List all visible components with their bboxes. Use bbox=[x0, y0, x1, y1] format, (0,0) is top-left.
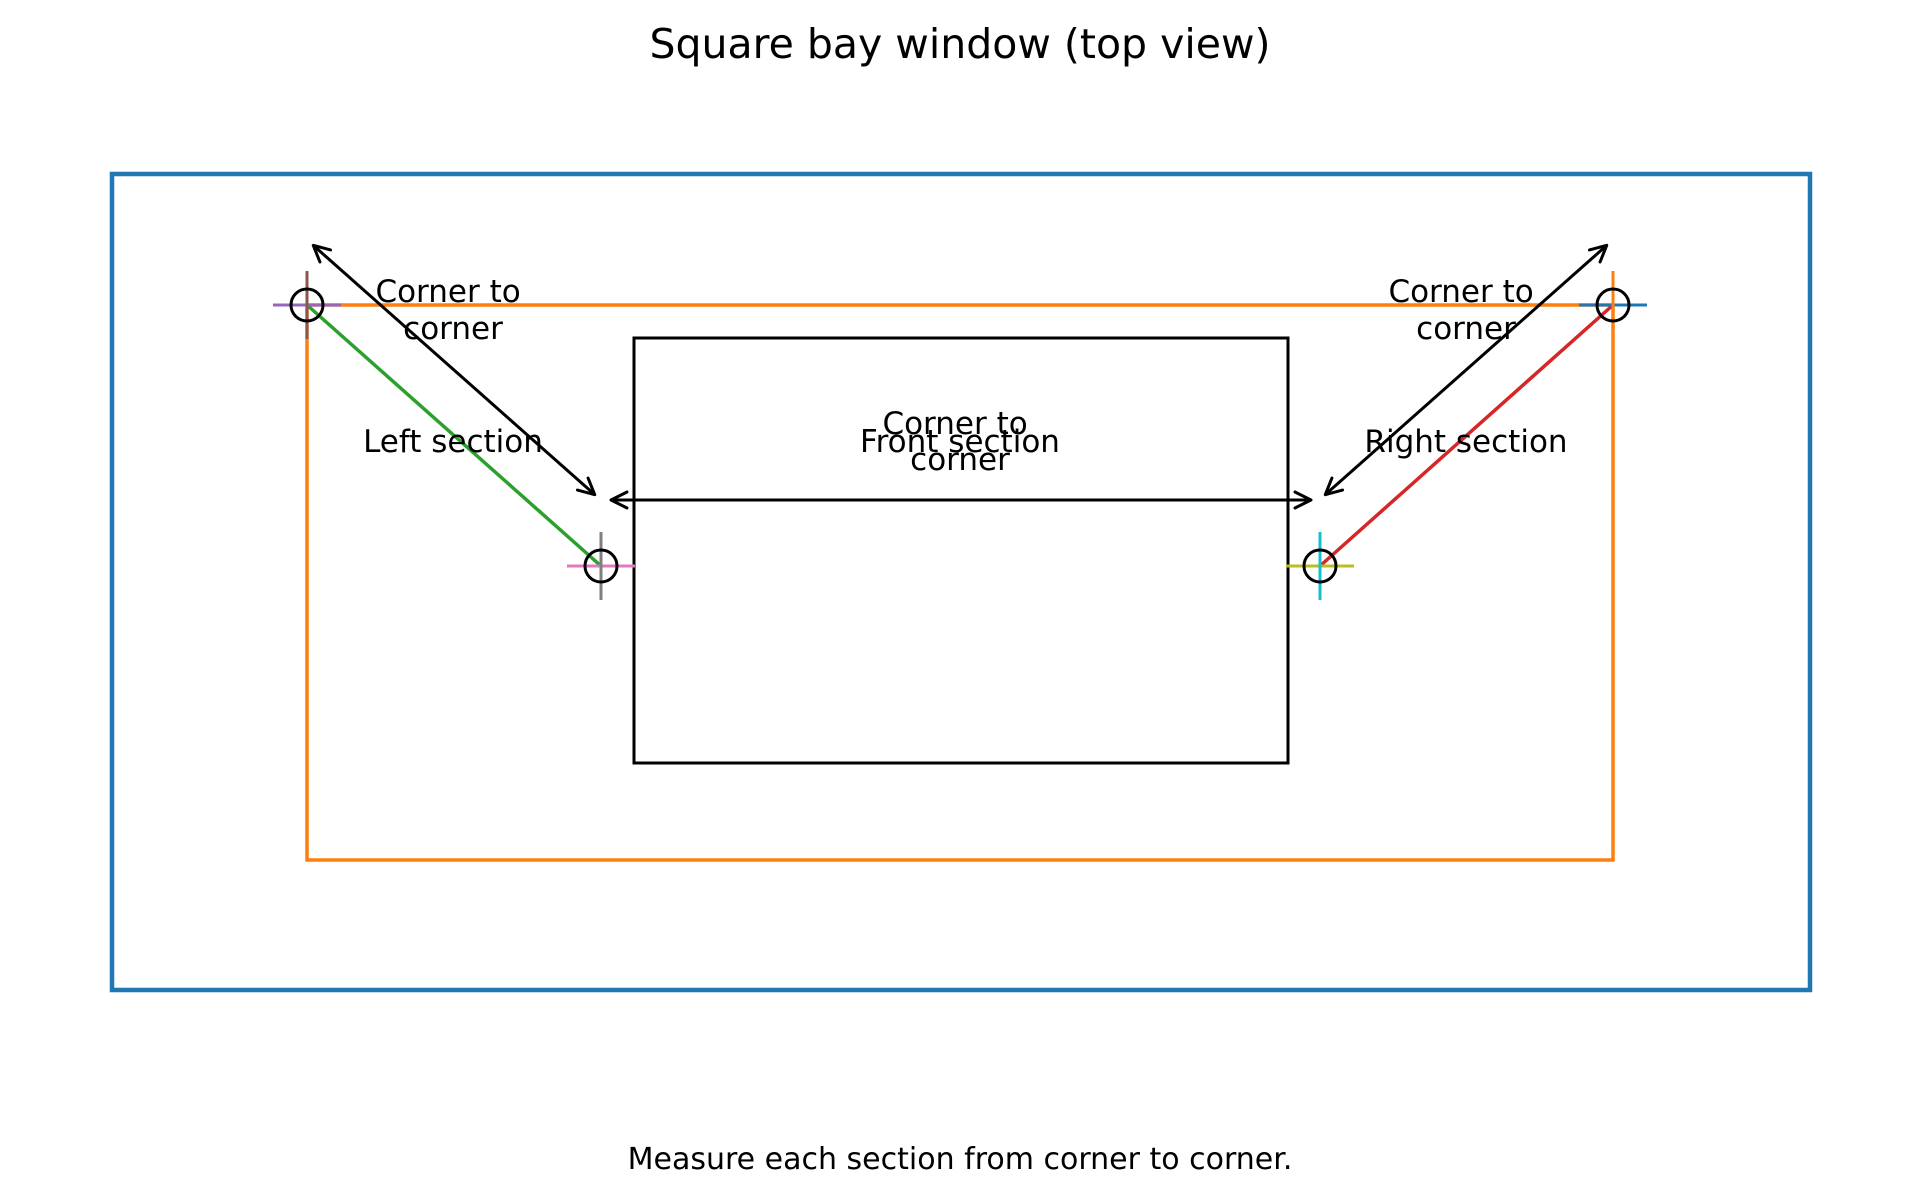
outer-wall-frame bbox=[109, 171, 1813, 993]
front-section-label: Front section bbox=[860, 424, 1060, 460]
front-section-box bbox=[632, 336, 1290, 765]
diagram-title: Square bay window (top view) bbox=[649, 20, 1270, 68]
corner-to-corner-right-label: Corner to corner bbox=[1388, 274, 1543, 347]
right-measure-arrow bbox=[1323, 243, 1609, 497]
corner-to-corner-front-label: Corner to corner bbox=[882, 406, 1037, 478]
crosshair-circle-icon bbox=[1302, 548, 1338, 584]
corner-label-line-1: Corner to bbox=[882, 406, 1027, 442]
crosshair-circle-icon bbox=[1595, 287, 1631, 323]
right-section-label: Right section bbox=[1364, 424, 1567, 460]
left-measure-arrow bbox=[311, 243, 597, 497]
corner-marker-bottom-right bbox=[1286, 532, 1354, 600]
corner-label-line-1: Corner to bbox=[1388, 274, 1533, 310]
corner-label-line-2: corner bbox=[403, 311, 503, 347]
corner-to-corner-left-label: Corner to corner bbox=[375, 274, 530, 347]
corner-marker-bottom-left bbox=[567, 532, 635, 600]
corner-label-line-2: corner bbox=[910, 442, 1010, 478]
left-section-label: Left section bbox=[363, 424, 543, 460]
bay-outline bbox=[305, 303, 1615, 862]
corner-label-line-1: Corner to bbox=[375, 274, 520, 310]
corner-label-line-2: corner bbox=[1416, 311, 1516, 347]
measurement-caption: Measure each section from corner to corn… bbox=[628, 1142, 1293, 1177]
corner-marker-top-right bbox=[1579, 271, 1647, 339]
corner-marker-top-left bbox=[273, 271, 341, 339]
crosshair-circle-icon bbox=[583, 548, 619, 584]
crosshair-circle-icon bbox=[289, 287, 325, 323]
